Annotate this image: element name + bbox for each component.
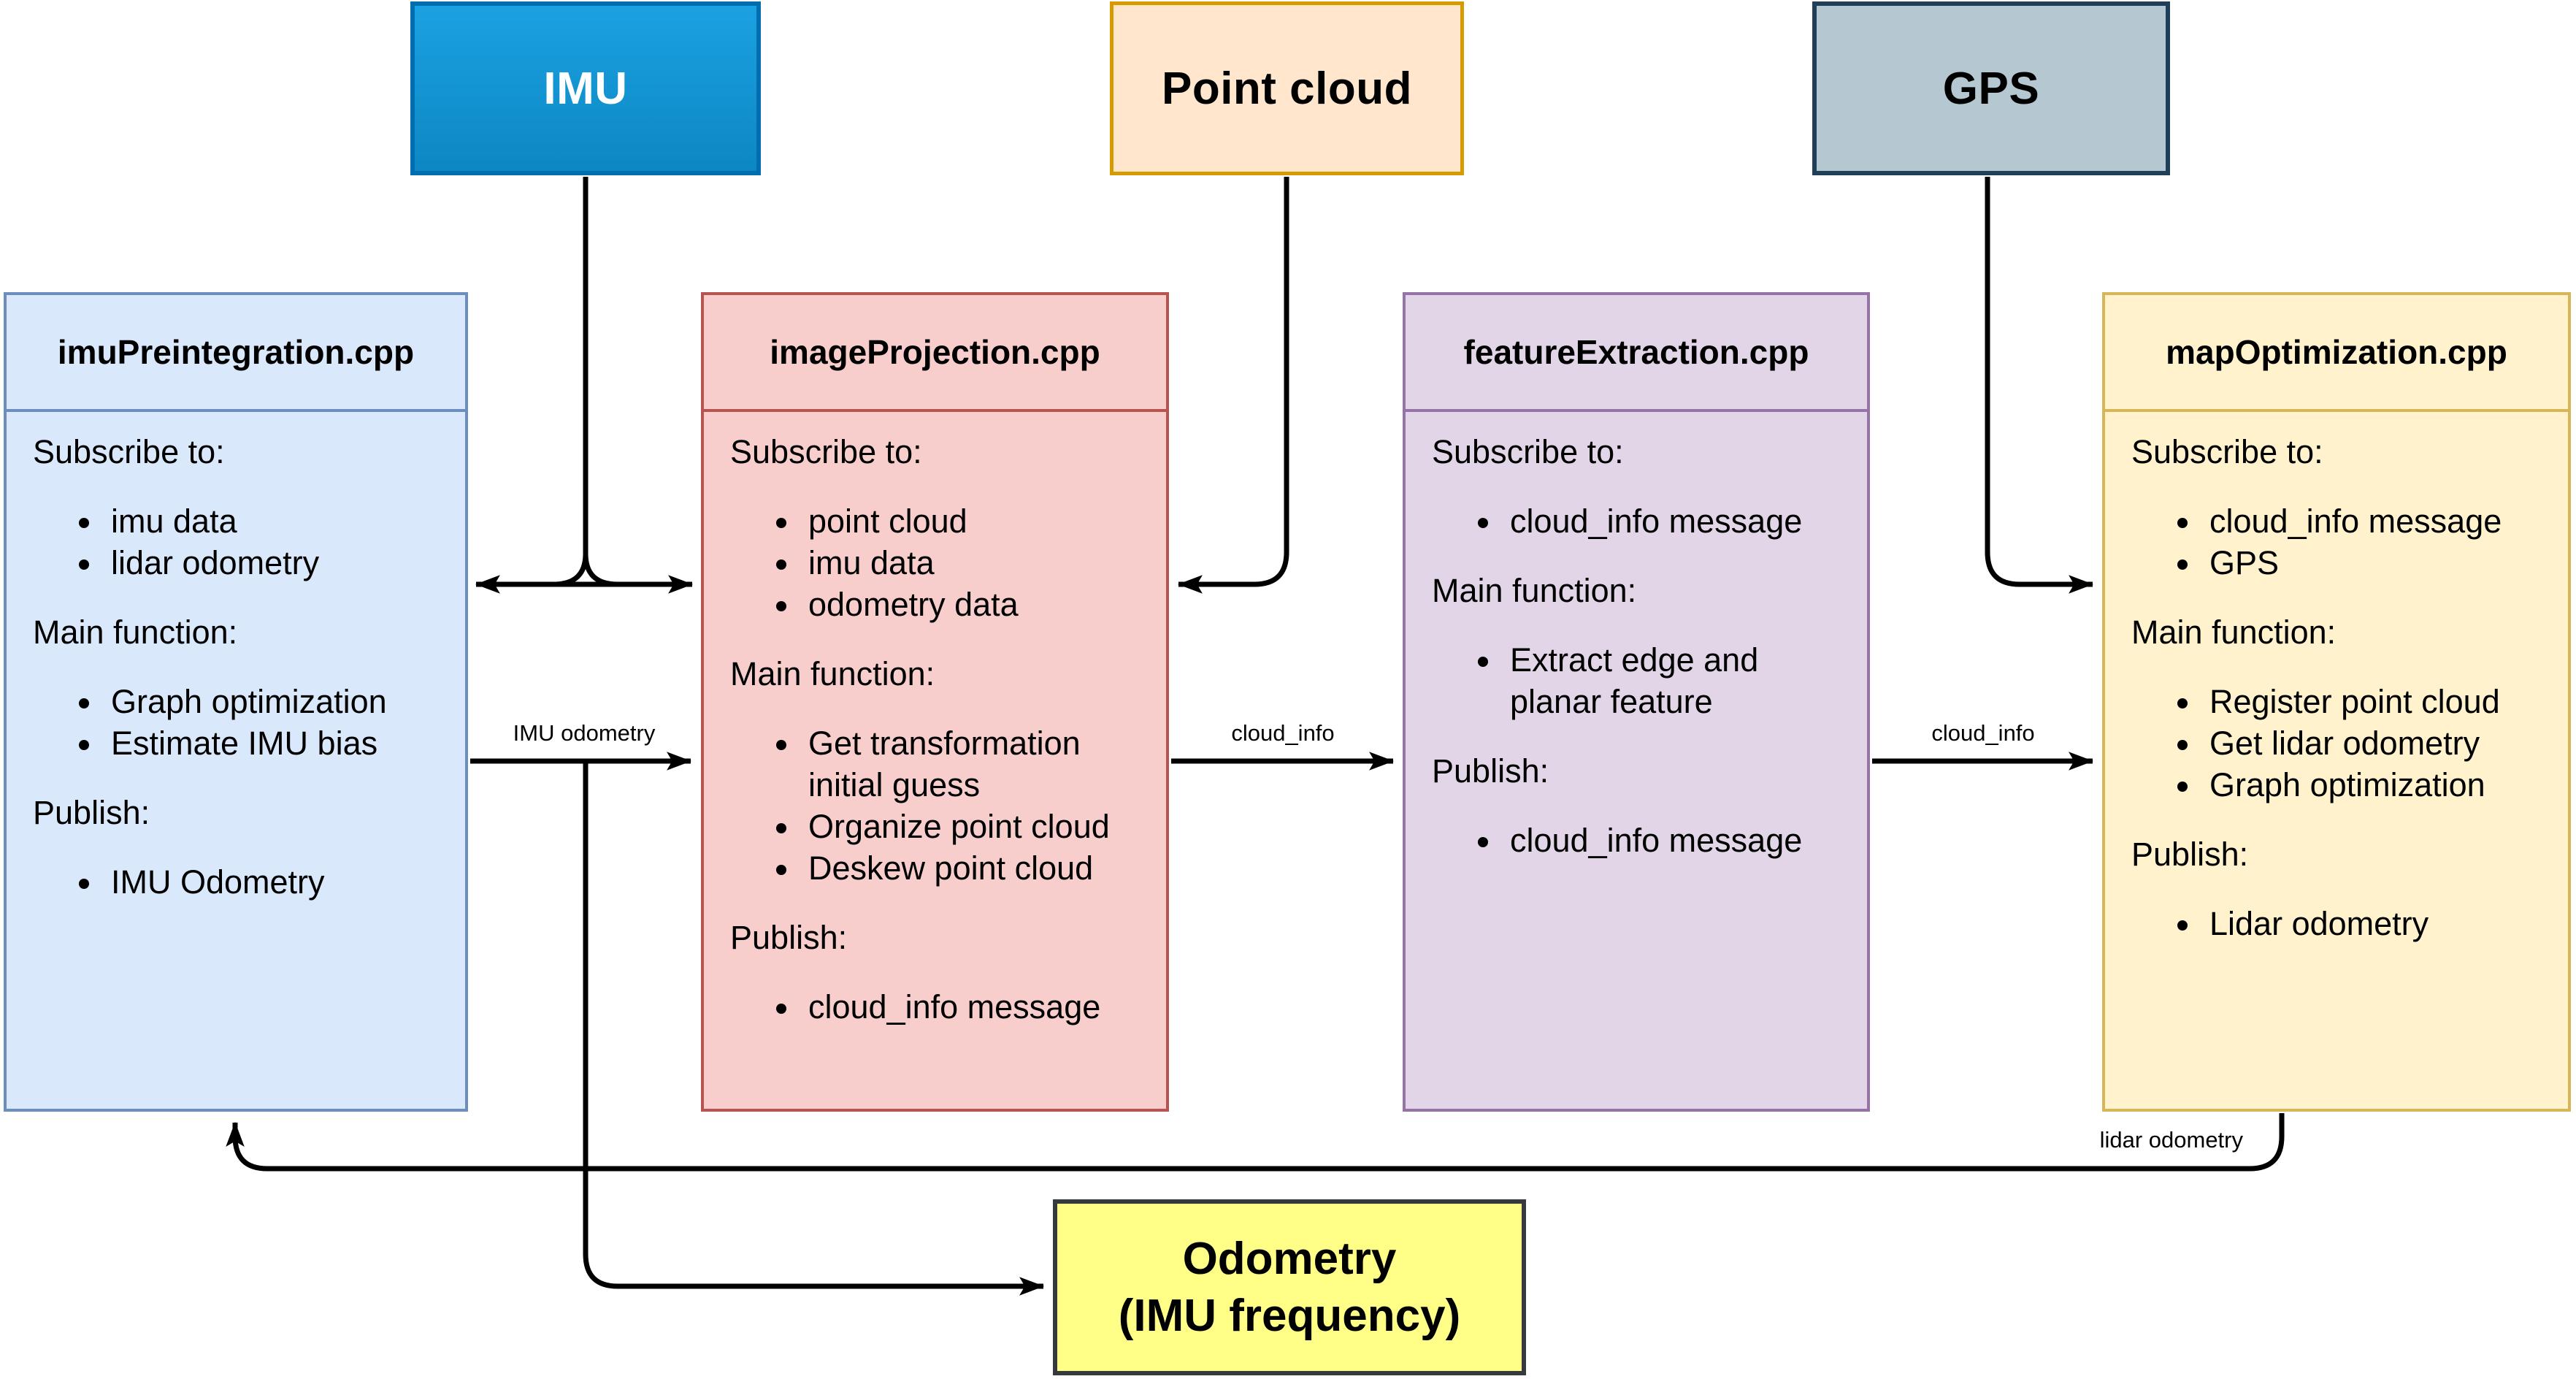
section-bullet-list: cloud_info message: [730, 986, 1140, 1028]
bullet-item: imu data: [104, 500, 439, 542]
module-imupreintegration: imuPreintegration.cpp Subscribe to: imu d…: [4, 292, 468, 1112]
bullet-item: Extract edge and planar feature: [1503, 639, 1841, 722]
bullet-item: cloud_info message: [1503, 500, 1841, 542]
section-label: Main function:: [33, 614, 238, 651]
bullet-item: imu data: [801, 542, 1140, 584]
bullet-item: Get lidar odometry: [2202, 722, 2542, 764]
odometry-output-line2: (IMU frequency): [1118, 1290, 1461, 1341]
edge-label-imu-odometry: IMU odometry: [438, 720, 730, 746]
section-label: Main function:: [1432, 572, 1637, 609]
bullet-item: odometry data: [801, 584, 1140, 625]
odometry-output-line1: Odometry: [1182, 1233, 1397, 1284]
section-label: Publish:: [1432, 752, 1549, 790]
imu-source-label: IMU: [543, 63, 628, 114]
section-bullet-list: Get transformation initial guessOrganize…: [730, 722, 1140, 889]
odometry-output-box: Odometry (IMU frequency): [1053, 1199, 1526, 1375]
section-bullet-list: cloud_info message: [1432, 500, 1841, 542]
module-title: mapOptimization.cpp: [2105, 295, 2568, 412]
section-bullet-list: point cloudimu dataodometry data: [730, 500, 1140, 625]
bullet-item: lidar odometry: [104, 542, 439, 584]
bullet-item: GPS: [2202, 542, 2542, 584]
bullet-item: point cloud: [801, 500, 1140, 542]
bullet-item: Register point cloud: [2202, 681, 2542, 722]
module-mapoptimization: mapOptimization.cpp Subscribe to: cloud_i…: [2102, 292, 2571, 1112]
module-featureextraction: featureExtraction.cpp Subscribe to: cloud…: [1403, 292, 1870, 1112]
bullet-item: Organize point cloud: [801, 806, 1140, 847]
bullet-item: Lidar odometry: [2202, 903, 2542, 944]
bullet-item: Estimate IMU bias: [104, 722, 439, 764]
module-title: imuPreintegration.cpp: [7, 295, 465, 412]
module-imageprojection: imageProjection.cpp Subscribe to: point c…: [701, 292, 1169, 1112]
bullet-item: cloud_info message: [2202, 500, 2542, 542]
bullet-item: cloud_info message: [1503, 820, 1841, 861]
edge-imu-stem-curve-left: [553, 553, 589, 587]
edge-pointcloud-to-imageprojection: [1177, 177, 1289, 594]
bullet-item: cloud_info message: [801, 986, 1140, 1028]
edge-label-cloud-info-1: cloud_info: [1137, 720, 1429, 746]
section-bullet-list: Register point cloudGet lidar odometryGr…: [2131, 681, 2542, 806]
section-label: Publish:: [33, 794, 150, 831]
section-label: Main function:: [2131, 614, 2337, 651]
module-body: Subscribe to: imu datalidar odometryMain …: [7, 412, 465, 903]
bullet-item: Get transformation initial guess: [801, 722, 1140, 806]
edge-label-cloud-info-2: cloud_info: [1837, 720, 2129, 746]
edge-imu-stem-curve-right: [583, 553, 618, 587]
bullet-item: Graph optimization: [2202, 764, 2542, 806]
edge-gps-to-mapoptimization: [1985, 177, 2094, 594]
edge-label-lidar-odometry: lidar odometry: [1951, 1127, 2243, 1153]
module-title: featureExtraction.cpp: [1406, 295, 1867, 412]
section-label: Main function:: [730, 655, 935, 692]
module-body: Subscribe to: point cloudimu dataodometry…: [704, 412, 1166, 1028]
point-cloud-source-box: Point cloud: [1110, 1, 1464, 175]
gps-source-label: GPS: [1942, 63, 2040, 114]
section-bullet-list: imu datalidar odometry: [33, 500, 439, 584]
section-label: Publish:: [2131, 836, 2249, 873]
gps-source-box: GPS: [1812, 1, 2170, 175]
point-cloud-source-label: Point cloud: [1161, 63, 1413, 114]
section-bullet-list: IMU Odometry: [33, 861, 439, 903]
section-bullet-list: cloud_info message: [1432, 820, 1841, 861]
bullet-item: IMU Odometry: [104, 861, 439, 903]
section-bullet-list: cloud_info messageGPS: [2131, 500, 2542, 584]
section-bullet-list: Lidar odometry: [2131, 903, 2542, 944]
imu-source-box: IMU: [410, 1, 761, 175]
section-bullet-list: Graph optimizationEstimate IMU bias: [33, 681, 439, 764]
section-label: Subscribe to:: [730, 433, 922, 470]
bullet-item: Graph optimization: [104, 681, 439, 722]
module-body: Subscribe to: cloud_info messageGPS Main f…: [2105, 412, 2568, 944]
module-title: imageProjection.cpp: [704, 295, 1166, 412]
bullet-item: Deskew point cloud: [801, 847, 1140, 889]
section-label: Subscribe to:: [1432, 433, 1624, 470]
section-bullet-list: Extract edge and planar feature: [1432, 639, 1841, 722]
section-label: Subscribe to:: [33, 433, 225, 470]
section-label: Publish:: [730, 919, 848, 956]
section-label: Subscribe to:: [2131, 433, 2323, 470]
